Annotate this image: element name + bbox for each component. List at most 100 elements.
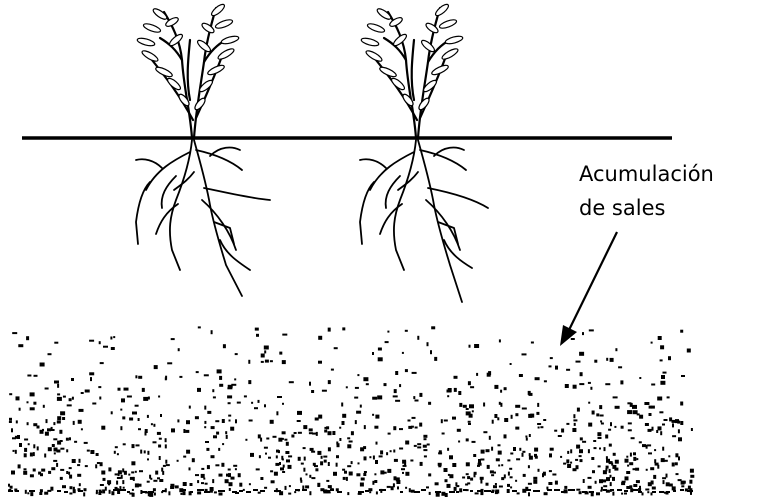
salt-particle — [33, 423, 38, 427]
salt-particle — [608, 468, 611, 473]
salt-particle — [665, 473, 668, 478]
salt-particle — [642, 444, 646, 448]
salt-particle — [497, 444, 501, 447]
salt-particle — [614, 405, 620, 409]
salt-particle — [347, 437, 351, 440]
salt-particle — [204, 482, 208, 485]
salt-particle — [248, 380, 252, 385]
salt-particle — [146, 480, 150, 483]
salt-particle — [113, 489, 120, 491]
salt-particle — [501, 464, 504, 467]
salt-particle — [225, 431, 228, 435]
salt-particle — [513, 447, 516, 451]
salt-particle — [354, 420, 357, 425]
salt-particle — [681, 485, 685, 488]
salt-particle — [488, 435, 491, 440]
salt-particle — [576, 444, 581, 449]
salt-particle — [90, 450, 95, 454]
salt-particle — [447, 473, 450, 476]
salt-particle — [480, 479, 483, 484]
salt-particle — [495, 458, 500, 462]
salt-particle — [444, 493, 448, 497]
salt-particle — [120, 426, 123, 431]
salt-particle — [89, 372, 95, 376]
salt-particle — [428, 491, 431, 495]
salt-particle — [434, 356, 438, 361]
salt-particle — [537, 423, 542, 425]
salt-particle — [533, 476, 538, 480]
salt-particle — [404, 329, 408, 332]
salt-particle — [630, 437, 635, 440]
salt-particle — [459, 402, 463, 407]
salt-particle — [347, 492, 350, 496]
salt-particle — [95, 453, 99, 456]
salt-particle — [465, 411, 471, 416]
salt-particle — [582, 479, 585, 483]
salt-particle — [657, 426, 662, 431]
salt-particle — [357, 462, 360, 465]
salt-particle — [650, 341, 653, 344]
salt-particle — [690, 491, 692, 495]
salt-particle — [273, 471, 278, 476]
salt-particle — [423, 455, 427, 458]
salt-particle — [218, 490, 225, 492]
salt-particle — [57, 416, 62, 421]
salt-particle — [530, 341, 534, 344]
salt-particle — [452, 463, 457, 467]
salt-particle — [323, 459, 327, 463]
salt-particle — [534, 377, 540, 381]
salt-particle — [135, 444, 140, 447]
salt-particle — [494, 491, 498, 495]
salt-particle — [378, 455, 383, 458]
salt-particle — [480, 449, 485, 454]
salt-particle — [357, 374, 360, 377]
salt-particle — [327, 431, 332, 436]
salt-particle — [632, 404, 637, 409]
salt-particle — [647, 428, 652, 432]
salt-particle — [465, 483, 469, 486]
salt-particle — [525, 486, 529, 490]
salt-particle — [602, 470, 607, 475]
salt-particle — [542, 473, 544, 478]
salt-particle — [90, 377, 92, 382]
salt-particle — [134, 404, 139, 407]
salt-particle — [123, 470, 127, 475]
salt-particle — [645, 488, 650, 491]
salt-particle — [180, 492, 183, 495]
salt-particle — [575, 465, 579, 470]
salt-particle — [683, 480, 686, 484]
salt-particle — [245, 438, 248, 441]
salt-particle — [638, 441, 642, 444]
salt-particle — [537, 402, 540, 407]
salt-particle — [597, 437, 602, 439]
salt-particle — [603, 489, 607, 491]
salt-particle — [305, 473, 308, 476]
salt-particle — [594, 359, 598, 363]
salt-particle — [393, 426, 397, 431]
salt-particle — [131, 444, 135, 449]
salt-particle — [201, 467, 205, 470]
salt-particle — [375, 441, 378, 445]
salt-particle — [606, 357, 609, 361]
salt-particle — [521, 407, 527, 410]
salt-particle — [59, 429, 63, 434]
salt-particle — [572, 428, 577, 432]
salt-particle — [152, 441, 157, 444]
salt-particle — [186, 449, 191, 454]
salt-particle — [614, 459, 619, 464]
salt-particle — [321, 389, 327, 392]
salt-particle — [158, 444, 162, 448]
salt-particle — [263, 345, 269, 350]
salt-particle — [26, 401, 29, 404]
salt-particle — [14, 449, 17, 454]
salt-particle — [467, 476, 471, 480]
salt-particle — [347, 444, 352, 449]
salt-particle — [629, 485, 633, 489]
salt-particle — [146, 414, 149, 418]
salt-particle — [393, 458, 398, 462]
salt-particle — [612, 476, 615, 481]
salt-particle — [32, 468, 36, 472]
salt-particle — [578, 491, 582, 495]
salt-particle — [12, 449, 15, 452]
salt-particle — [317, 450, 322, 455]
